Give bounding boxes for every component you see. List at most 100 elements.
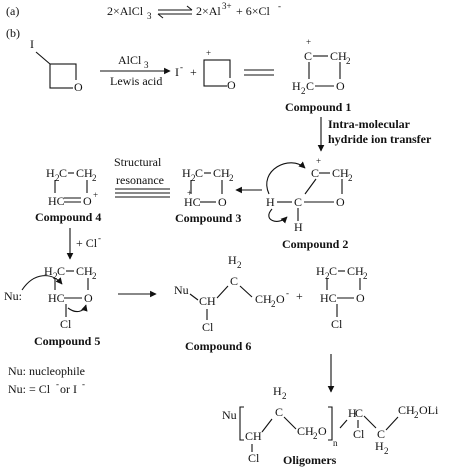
svg-text:CH: CH bbox=[297, 424, 314, 438]
svg-text:+: + bbox=[93, 190, 98, 200]
svg-text:C: C bbox=[306, 79, 314, 93]
svg-text:2: 2 bbox=[384, 446, 389, 456]
svg-text:CH: CH bbox=[347, 264, 364, 278]
svg-text:-: - bbox=[98, 233, 101, 243]
compound-5-label: Compound 5 bbox=[34, 334, 100, 348]
svg-text:3: 3 bbox=[147, 11, 152, 21]
svg-text:2: 2 bbox=[325, 271, 330, 281]
svg-text:Cl: Cl bbox=[331, 317, 343, 331]
svg-text:-: - bbox=[286, 288, 289, 298]
compound-1-structure: C + CH 2 H 2 C O bbox=[292, 37, 351, 96]
svg-text:or I: or I bbox=[60, 382, 77, 396]
svg-text:3: 3 bbox=[144, 60, 149, 70]
hydride-transfer-step: Intra-molecular hydride ion transfer bbox=[317, 117, 432, 152]
svg-text:2: 2 bbox=[229, 173, 234, 183]
svg-text:H: H bbox=[348, 406, 357, 420]
svg-text:HC: HC bbox=[48, 291, 65, 305]
svg-text:HC: HC bbox=[320, 291, 337, 305]
svg-text:2×AlCl: 2×AlCl bbox=[107, 4, 144, 18]
svg-text:+ Cl: + Cl bbox=[76, 236, 98, 250]
svg-text:O: O bbox=[227, 78, 236, 92]
svg-text:CH: CH bbox=[330, 49, 347, 63]
svg-text:C: C bbox=[329, 264, 337, 278]
svg-text:+ 6×Cl: + 6×Cl bbox=[236, 4, 271, 18]
svg-text:2: 2 bbox=[55, 173, 60, 183]
oxetane-cation: + O bbox=[203, 48, 238, 92]
compound-3-structure: H 2 C CH 2 HC + O bbox=[182, 166, 234, 209]
svg-text:2: 2 bbox=[53, 271, 58, 281]
svg-text:I: I bbox=[175, 65, 179, 79]
svg-text:O: O bbox=[84, 291, 93, 305]
svg-text:+: + bbox=[316, 156, 321, 166]
svg-text:O: O bbox=[318, 424, 327, 438]
part-b-label: (b) bbox=[6, 26, 20, 40]
svg-text:O: O bbox=[83, 194, 92, 208]
svg-text:3+: 3+ bbox=[222, 1, 232, 11]
svg-text:C: C bbox=[195, 166, 203, 180]
nucleophile-note: Nu: nucleophile Nu: = Cl - or I - bbox=[8, 364, 85, 396]
svg-text:H: H bbox=[228, 253, 237, 267]
svg-text:HC: HC bbox=[48, 194, 65, 208]
iodide-ion: I - bbox=[175, 62, 183, 79]
svg-text:resonance: resonance bbox=[116, 173, 164, 187]
svg-text:2: 2 bbox=[363, 271, 368, 281]
svg-text:2: 2 bbox=[313, 431, 318, 441]
svg-text:hydride ion transfer: hydride ion transfer bbox=[328, 132, 432, 146]
svg-text:n: n bbox=[333, 438, 338, 448]
svg-text:+: + bbox=[206, 48, 211, 58]
svg-text:CH: CH bbox=[199, 294, 216, 308]
svg-text:-: - bbox=[56, 379, 59, 389]
oligomers-label: Oligomers bbox=[283, 453, 337, 467]
svg-text:C: C bbox=[311, 166, 319, 180]
svg-text:2: 2 bbox=[282, 391, 287, 401]
svg-text:H: H bbox=[375, 439, 384, 453]
svg-text:Nu: Nu bbox=[222, 408, 237, 422]
svg-text:Cl: Cl bbox=[353, 427, 365, 441]
compound-5-structure: Nu: H 2 C CH 2 HC O Cl bbox=[4, 264, 97, 331]
compound-3-label: Compound 3 bbox=[175, 211, 241, 225]
svg-text:2: 2 bbox=[301, 86, 306, 96]
equation-a: 2×AlCl 3 2×Al 3+ + 6×Cl - bbox=[107, 1, 281, 21]
svg-text:C: C bbox=[230, 274, 238, 288]
compound-6-oxetane: H 2 C CH 2 HC O Cl bbox=[316, 264, 368, 331]
svg-text:CH: CH bbox=[255, 292, 272, 306]
svg-text:2: 2 bbox=[92, 271, 97, 281]
svg-text:2: 2 bbox=[414, 410, 419, 420]
svg-text:C: C bbox=[377, 427, 385, 441]
svg-text:2×Al: 2×Al bbox=[196, 4, 221, 18]
svg-text:OLi: OLi bbox=[419, 403, 439, 417]
svg-text:CH: CH bbox=[332, 166, 349, 180]
compound-2-label: Compound 2 bbox=[282, 237, 348, 251]
reagent-arrow: AlCl 3 Lewis acid bbox=[100, 53, 171, 88]
compound-4-structure: H 2 C CH 2 HC O + bbox=[46, 166, 98, 208]
svg-text:2: 2 bbox=[92, 173, 97, 183]
svg-text:Cl: Cl bbox=[202, 320, 214, 334]
svg-text:O: O bbox=[336, 195, 345, 209]
svg-text:I: I bbox=[30, 37, 34, 51]
svg-text:2: 2 bbox=[346, 56, 351, 66]
compound-1-label: Compound 1 bbox=[285, 100, 351, 114]
svg-text:C: C bbox=[275, 405, 283, 419]
svg-text:H: H bbox=[292, 79, 301, 93]
part-a-label: (a) bbox=[6, 4, 19, 18]
svg-text:2: 2 bbox=[191, 173, 196, 183]
svg-text:-: - bbox=[278, 1, 281, 11]
svg-text:+: + bbox=[306, 37, 311, 47]
plus-sign: + bbox=[190, 65, 197, 79]
svg-text:Nu: Nu bbox=[174, 283, 189, 297]
svg-text:O: O bbox=[276, 292, 285, 306]
svg-text:-: - bbox=[82, 379, 85, 389]
oligomer-structure: Nu CH H 2 C CH 2 O n Cl H C Cl H 2 C CH … bbox=[222, 384, 439, 465]
svg-text:Cl: Cl bbox=[248, 451, 260, 465]
svg-text:H: H bbox=[273, 384, 282, 398]
svg-text:CH: CH bbox=[76, 264, 93, 278]
svg-text:2: 2 bbox=[271, 299, 276, 309]
iodooxetane: I O bbox=[30, 37, 85, 94]
svg-text:2: 2 bbox=[237, 260, 242, 270]
svg-text:Lewis acid: Lewis acid bbox=[110, 74, 162, 88]
svg-text:O: O bbox=[74, 80, 83, 94]
svg-text:-: - bbox=[180, 62, 183, 72]
svg-text:O: O bbox=[356, 291, 365, 305]
svg-text:CH: CH bbox=[76, 166, 93, 180]
